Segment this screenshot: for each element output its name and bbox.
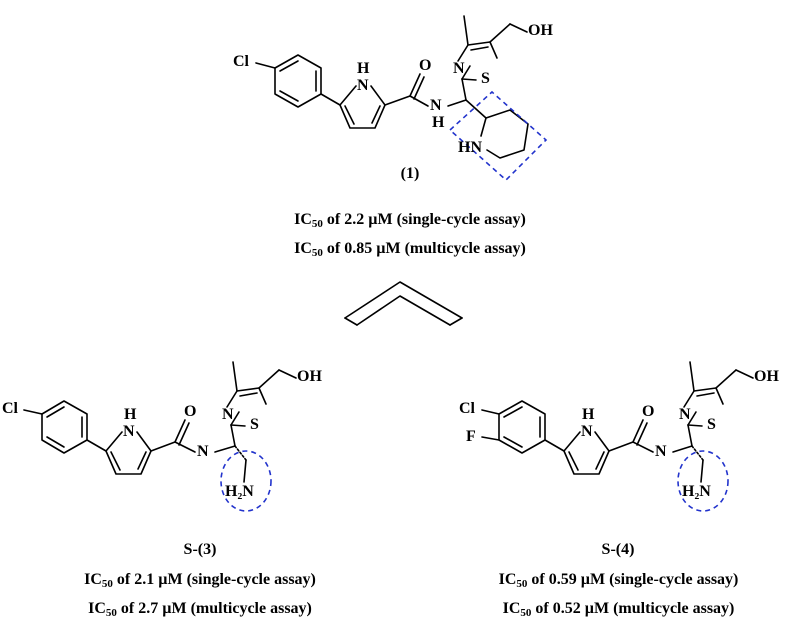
atom-amide-n: N — [655, 443, 667, 460]
atom-amide-n: N — [430, 97, 442, 114]
thiazole-ring — [457, 41, 498, 101]
phenyl-ring — [498, 400, 546, 454]
amine-highlight — [220, 450, 272, 512]
compound-1-structure — [255, 15, 548, 182]
pyrrole-ring — [339, 85, 386, 129]
atom-oh: OH — [754, 368, 779, 385]
compound-4-ic50-multi: IC50 of 0.52 µM (multicycle assay) — [502, 600, 735, 619]
atom-amide-n: N — [197, 443, 209, 460]
atom-o: O — [184, 403, 197, 420]
atom-f: F — [466, 428, 476, 445]
atom-nh-h: H — [357, 60, 370, 77]
atom-amine-h2n: H₂N — [225, 483, 254, 500]
compound-1-ic50-single: IC50 of 2.2 µM (single-cycle assay) — [294, 211, 526, 230]
compound-4-label: S-(4) — [601, 541, 635, 558]
compound-4-ic50-single: IC50 of 0.59 µM (single-cycle assay) — [498, 571, 739, 590]
compound-1-ic50-multi: IC50 of 0.85 µM (multicycle assay) — [294, 240, 526, 259]
atom-nh-n: N — [357, 77, 369, 94]
atom-thiazole-n: N — [679, 406, 691, 423]
compound-4-structure — [481, 361, 754, 512]
atom-o: O — [419, 57, 432, 74]
branch-arrow — [344, 281, 463, 326]
compound-3-ic50-single: IC50 of 2.1 µM (single-cycle assay) — [84, 571, 316, 590]
atom-thiazole-s: S — [707, 416, 716, 433]
atom-thiazole-s: S — [250, 416, 259, 433]
piperidine-ring — [480, 109, 529, 159]
compound-3-structure — [23, 361, 297, 512]
atom-nh-n: N — [581, 423, 593, 440]
phenyl-ring — [274, 54, 322, 108]
atom-piperidine-hn: HN — [458, 139, 482, 156]
atom-nh-h: H — [582, 406, 595, 423]
thiazole-ring — [683, 387, 724, 447]
atom-nh-h: H — [124, 406, 137, 423]
phenyl-ring — [41, 400, 88, 454]
atom-o: O — [642, 403, 655, 420]
atom-nh-n: N — [123, 423, 135, 440]
compound-3-ic50-multi: IC50 of 2.7 µM (multicycle assay) — [88, 600, 312, 619]
piperidine-highlight-box — [448, 90, 548, 182]
amine-highlight — [677, 450, 729, 512]
atom-thiazole-s: S — [481, 70, 490, 87]
pyrrole-ring — [105, 431, 152, 475]
atom-oh: OH — [297, 368, 322, 385]
atom-thiazole-n: N — [222, 406, 234, 423]
atom-amine-h2n: H₂N — [682, 483, 711, 500]
atom-cl: Cl — [459, 400, 475, 417]
thiazole-ring — [226, 387, 267, 447]
atom-cl: Cl — [233, 53, 249, 70]
compound-1-label: (1) — [400, 165, 420, 182]
compound-3-label: S-(3) — [183, 541, 217, 558]
atom-thiazole-n: N — [453, 60, 465, 77]
atom-cl: Cl — [2, 400, 18, 417]
atom-amide-h: H — [432, 114, 445, 131]
atom-oh: OH — [528, 22, 553, 39]
pyrrole-ring — [563, 431, 610, 475]
